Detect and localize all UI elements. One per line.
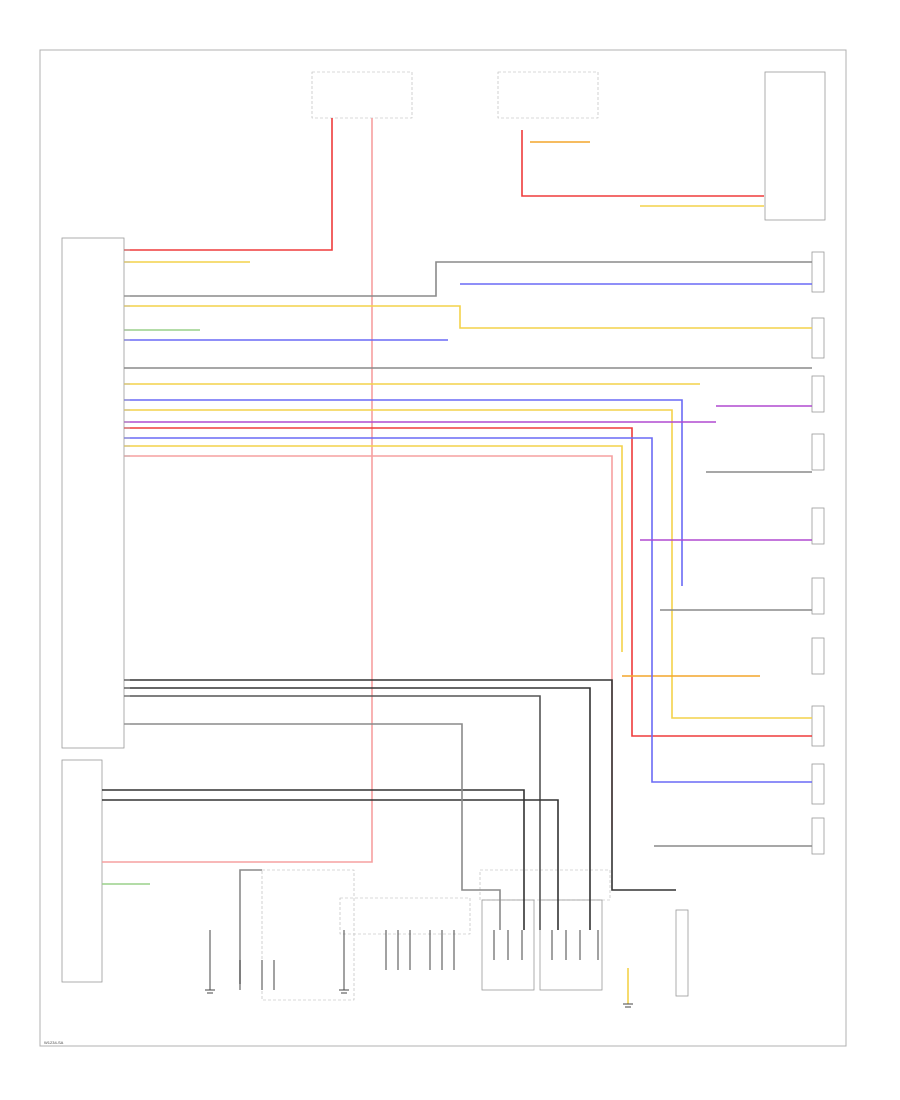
box-bottom-2 (339, 897, 471, 935)
wire-dark-1 (124, 679, 676, 891)
diagram-frame (39, 49, 847, 1047)
right-connector-5 (811, 507, 825, 545)
wire-red-4 (124, 427, 812, 737)
right-connector-10 (811, 817, 825, 855)
radio-unit-box (61, 237, 125, 749)
wire-gray-7 (239, 869, 262, 984)
wire-red-2 (102, 118, 373, 863)
wire-dark-3 (124, 695, 541, 930)
wire-dark-5 (102, 799, 559, 930)
wire-yellow-5 (124, 445, 623, 652)
wire-blue-4 (124, 437, 812, 783)
wire-red-3 (521, 130, 764, 197)
right-connector-1 (811, 251, 825, 293)
wire-gray-1 (124, 261, 812, 297)
wire-blue-3 (124, 399, 683, 586)
footer-code: W1234-SA (44, 1040, 64, 1045)
wire-red-1 (124, 118, 333, 251)
right-connector-6 (811, 577, 825, 615)
radio-pin-ticks (124, 249, 130, 725)
right-connector-4 (811, 433, 825, 471)
right-connector-3 (811, 375, 825, 413)
right-connector-8 (811, 705, 825, 747)
right-connector-9 (811, 763, 825, 805)
module-box-right (675, 909, 689, 997)
right-connector-7 (811, 637, 825, 675)
wire-dark-2 (124, 687, 591, 930)
wire-yellow-2 (124, 305, 812, 329)
antenna-amp-2 (539, 899, 603, 991)
amplifier-box (61, 759, 103, 983)
wire-yellow-4 (124, 409, 812, 719)
box-bottom-1 (261, 869, 355, 1001)
bottom-connector-stubs (209, 930, 599, 990)
wire-red-5 (124, 455, 613, 830)
fuse-box-2 (497, 71, 599, 119)
ground-symbols (205, 989, 633, 1008)
fuse-box-1 (311, 71, 413, 119)
antenna-amp-1 (481, 899, 535, 991)
wire-gray-6 (124, 723, 501, 930)
right-connector-2 (811, 317, 825, 359)
clock-display-box (764, 71, 826, 221)
wire-dark-4 (102, 789, 525, 930)
